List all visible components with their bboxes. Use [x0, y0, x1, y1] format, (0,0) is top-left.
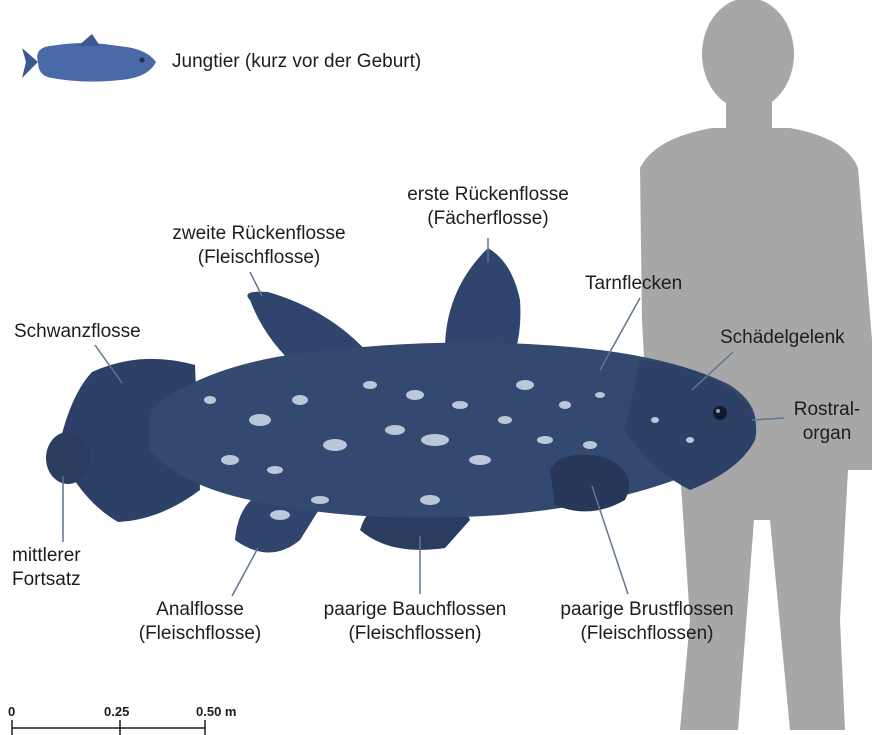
label-pectoral-fins: paarige Brustflossen(Fleischflossen): [534, 598, 760, 646]
juvenile-legend-label: Jungtier (kurz vor der Geburt): [172, 50, 421, 74]
label-camouflage-spots: Tarnflecken: [585, 272, 682, 296]
label-rostral-organ: Rostral-organ: [786, 398, 868, 446]
label-skull-joint: Schädelgelenk: [720, 326, 845, 350]
juvenile-fish-icon: [22, 34, 156, 82]
scale-tick-0: 0: [8, 704, 15, 719]
scale-tick-0-25: 0.25: [104, 704, 129, 719]
scale-bar: [12, 720, 205, 735]
label-pelvic-fins: paarige Bauchflossen(Fleischflossen): [300, 598, 530, 646]
label-second-dorsal-fin: zweite Rückenflosse(Fleischflosse): [146, 222, 372, 270]
label-anal-fin: Analflosse(Fleischflosse): [120, 598, 280, 646]
label-first-dorsal-fin: erste Rückenflosse(Fächerflosse): [378, 183, 598, 231]
label-tail-fin: Schwanzflosse: [14, 320, 141, 344]
scale-tick-0-50: 0.50 m: [196, 704, 236, 719]
